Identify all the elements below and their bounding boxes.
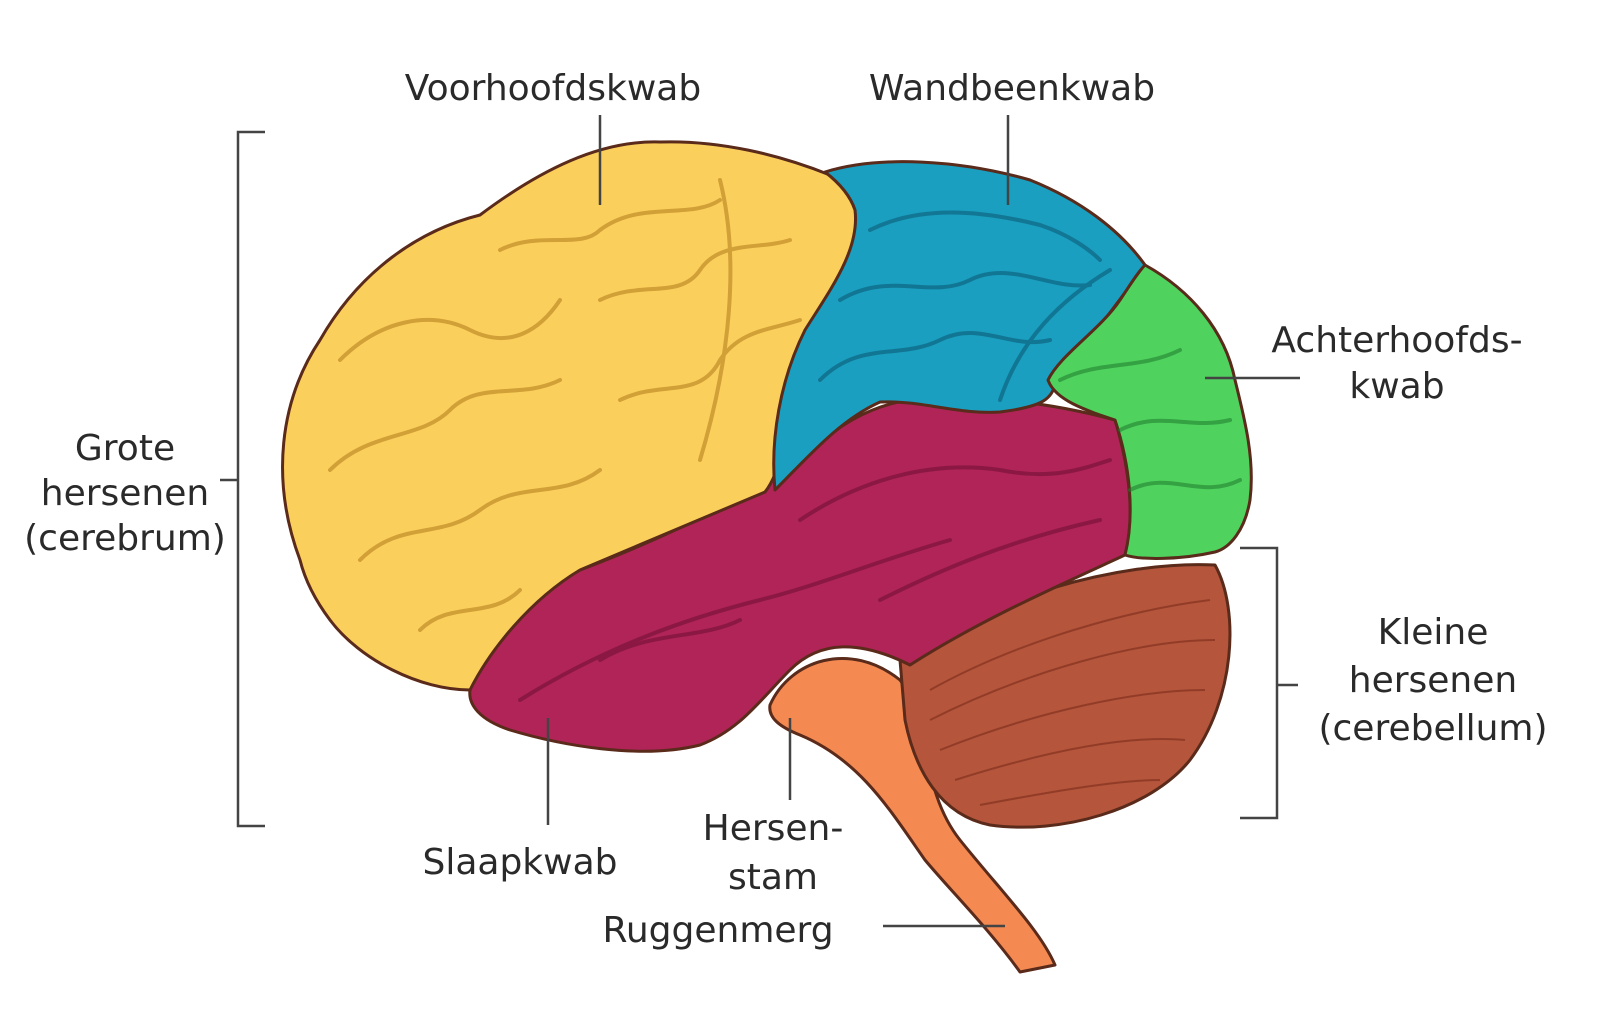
frontal-gyri <box>328 178 802 632</box>
label-cerebellum-line3: (cerebellum) <box>1318 708 1547 749</box>
brainstem-shape <box>768 657 1057 974</box>
cerebellum-striations <box>929 599 1216 806</box>
label-cerebellum-line1: Kleine <box>1378 612 1489 653</box>
label-temporal-lobe: Slaapkwab <box>422 842 617 883</box>
temporal-gyri <box>518 458 1112 702</box>
occipital-gyri <box>1058 348 1242 492</box>
leader-lines <box>546 115 1300 928</box>
parietal-gyri <box>818 210 1112 402</box>
label-spinal-cord: Ruggenmerg <box>602 910 833 951</box>
label-cerebrum-line3: (cerebrum) <box>24 518 226 559</box>
label-occipital-lobe-line2: kwab <box>1349 366 1444 407</box>
cerebellum-bracket <box>1240 546 1298 820</box>
label-parietal-lobe: Wandbeenkwab <box>869 68 1155 109</box>
label-cerebrum-line1: Grote <box>75 428 175 469</box>
label-brainstem-line1: Hersen- <box>703 808 844 849</box>
label-cerebrum-line2: hersenen <box>41 473 209 514</box>
label-occipital-lobe-line1: Achterhoofds- <box>1271 320 1522 361</box>
parietal-lobe-shape <box>772 160 1147 492</box>
cerebrum-bracket <box>220 130 265 828</box>
label-cerebellum-line2: hersenen <box>1349 660 1517 701</box>
label-brainstem-line2: stam <box>728 857 818 898</box>
cerebellum-shape <box>898 563 1232 829</box>
label-frontal-lobe: Voorhoofdskwab <box>405 68 701 109</box>
